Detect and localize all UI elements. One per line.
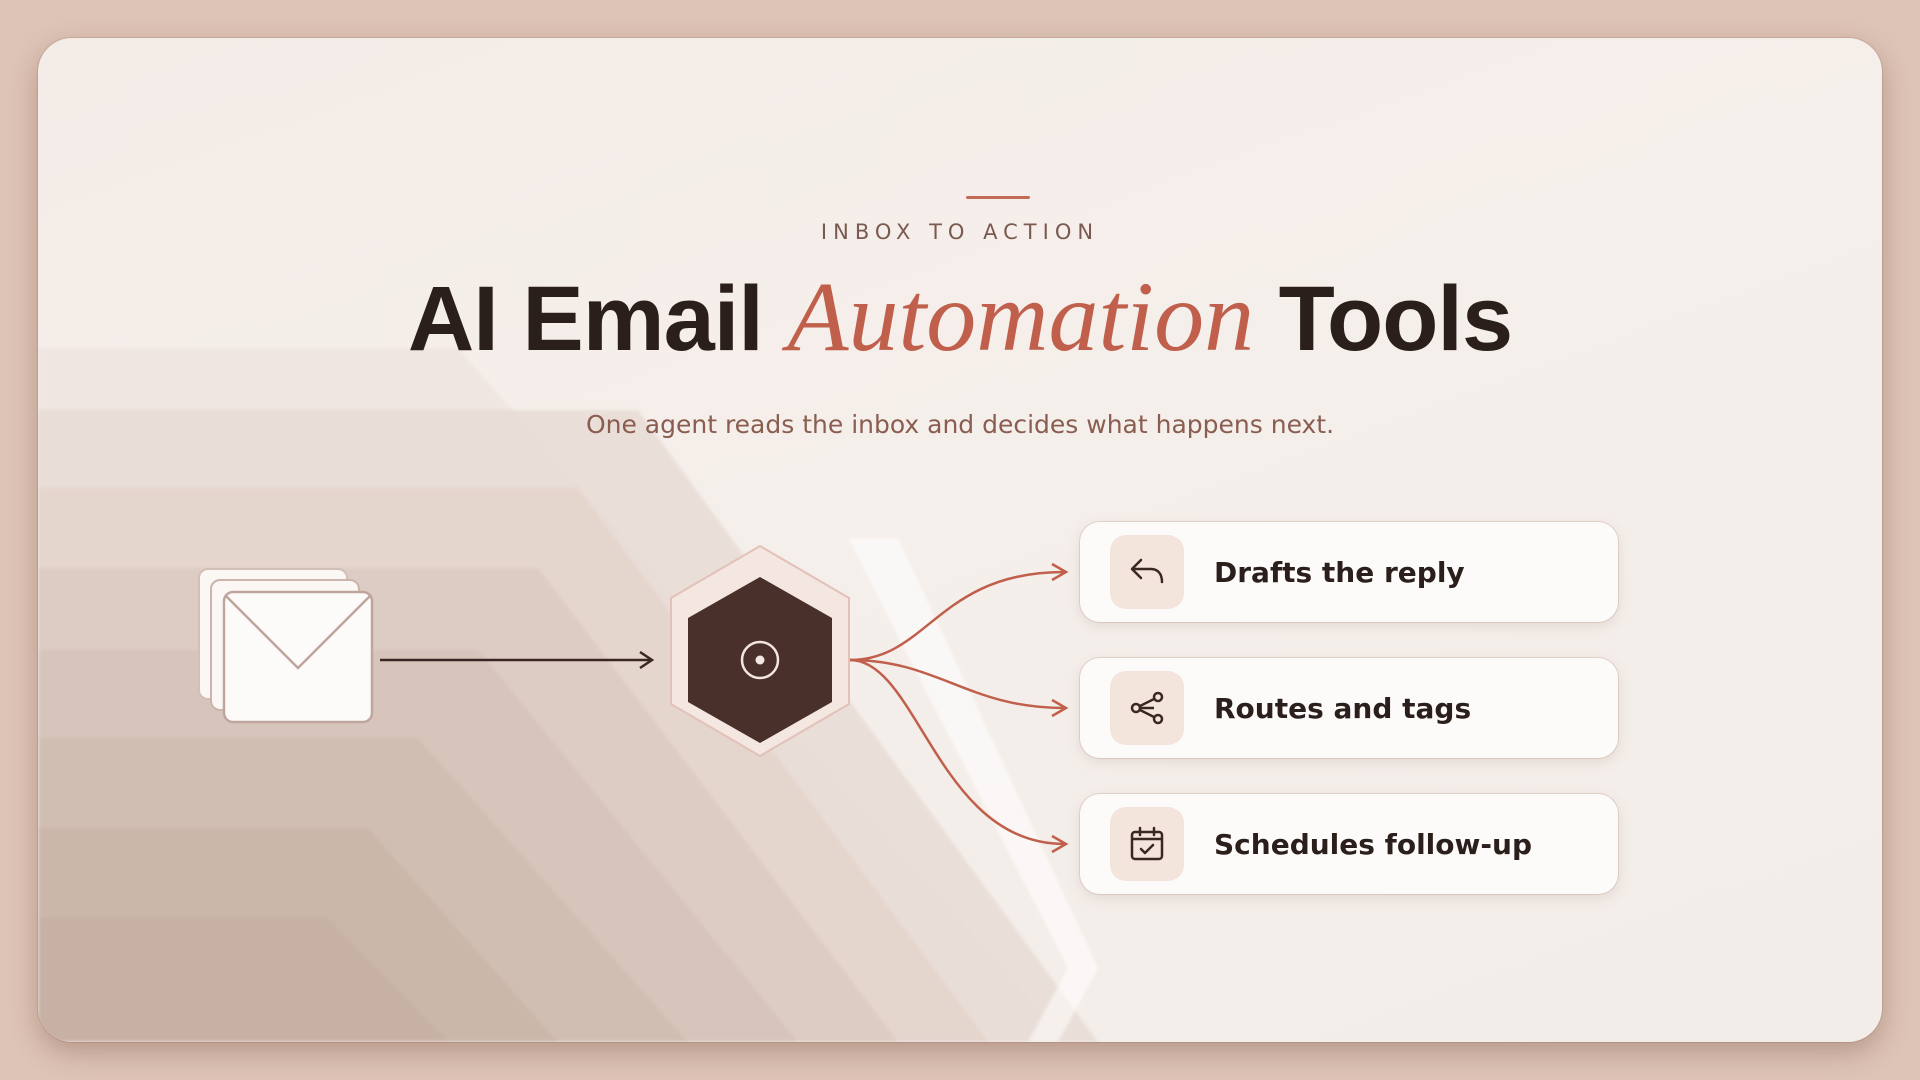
input-arrow <box>380 650 655 670</box>
title-part1: AI Email <box>407 268 788 370</box>
slide-card: INBOX TO ACTION AI Email Automation Tool… <box>38 38 1882 1042</box>
page-title: AI Email Automation Tools <box>38 262 1882 374</box>
subtitle: One agent reads the inbox and decides wh… <box>585 410 1335 439</box>
reply-arrow-icon <box>1110 535 1184 609</box>
share-nodes-icon <box>1110 671 1184 745</box>
outcome-label: Routes and tags <box>1214 691 1472 725</box>
outcome-card-route: Routes and tags <box>1080 658 1618 758</box>
outcome-card-schedule: Schedules follow-up <box>1080 794 1618 894</box>
outcome-label: Schedules follow-up <box>1214 827 1532 861</box>
eyebrow-label: INBOX TO ACTION <box>820 220 1100 244</box>
calendar-check-icon <box>1110 807 1184 881</box>
flow-diagram <box>198 544 1069 854</box>
outcome-label: Drafts the reply <box>1214 555 1465 589</box>
title-part2: Tools <box>1254 268 1514 370</box>
branch-connectors <box>849 562 1069 854</box>
outcome-card-draft: Drafts the reply <box>1080 522 1618 622</box>
envelope-stack-icon <box>198 568 374 724</box>
agent-hexagon <box>670 544 850 758</box>
target-icon <box>740 640 780 680</box>
accent-line <box>966 196 1030 199</box>
title-accent: Automation <box>787 261 1255 372</box>
